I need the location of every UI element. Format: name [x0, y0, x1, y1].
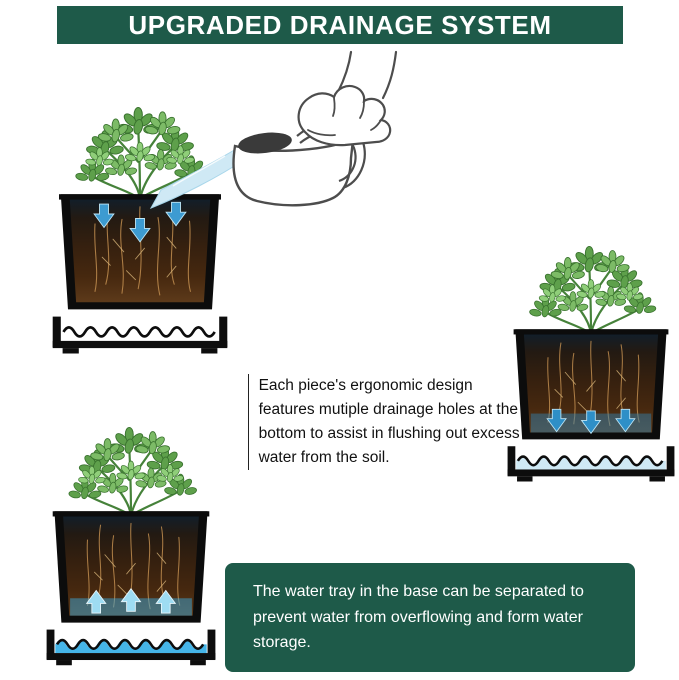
hand-pouring-watering-can [149, 50, 398, 209]
water-stream [149, 145, 248, 209]
planter-storage-illustration [44, 426, 218, 670]
plant-foliage [529, 246, 656, 333]
water-tray [52, 316, 228, 354]
hand-sketch [297, 50, 398, 147]
can-opening [238, 132, 292, 154]
water-tray-filled [46, 629, 216, 666]
water-tray [507, 446, 675, 482]
drainage-callout-text: Each piece's ergonomic design features m… [258, 377, 520, 467]
planter-cross-section [46, 426, 216, 666]
plant-foliage [68, 427, 197, 515]
finger-lines [307, 97, 382, 137]
page-title: UPGRADED DRAINAGE SYSTEM [128, 9, 552, 40]
planter-drainage-illustration [505, 245, 677, 486]
watering-can-illustration [145, 50, 440, 218]
drainage-callout: Each piece's ergonomic design features m… [248, 374, 520, 471]
planter-cross-section [507, 245, 675, 482]
callout-divider [248, 374, 249, 471]
tray-callout-text: The water tray in the base can be separa… [253, 583, 584, 652]
tray-callout: The water tray in the base can be separa… [225, 563, 635, 672]
title-banner: UPGRADED DRAINAGE SYSTEM [57, 6, 623, 44]
